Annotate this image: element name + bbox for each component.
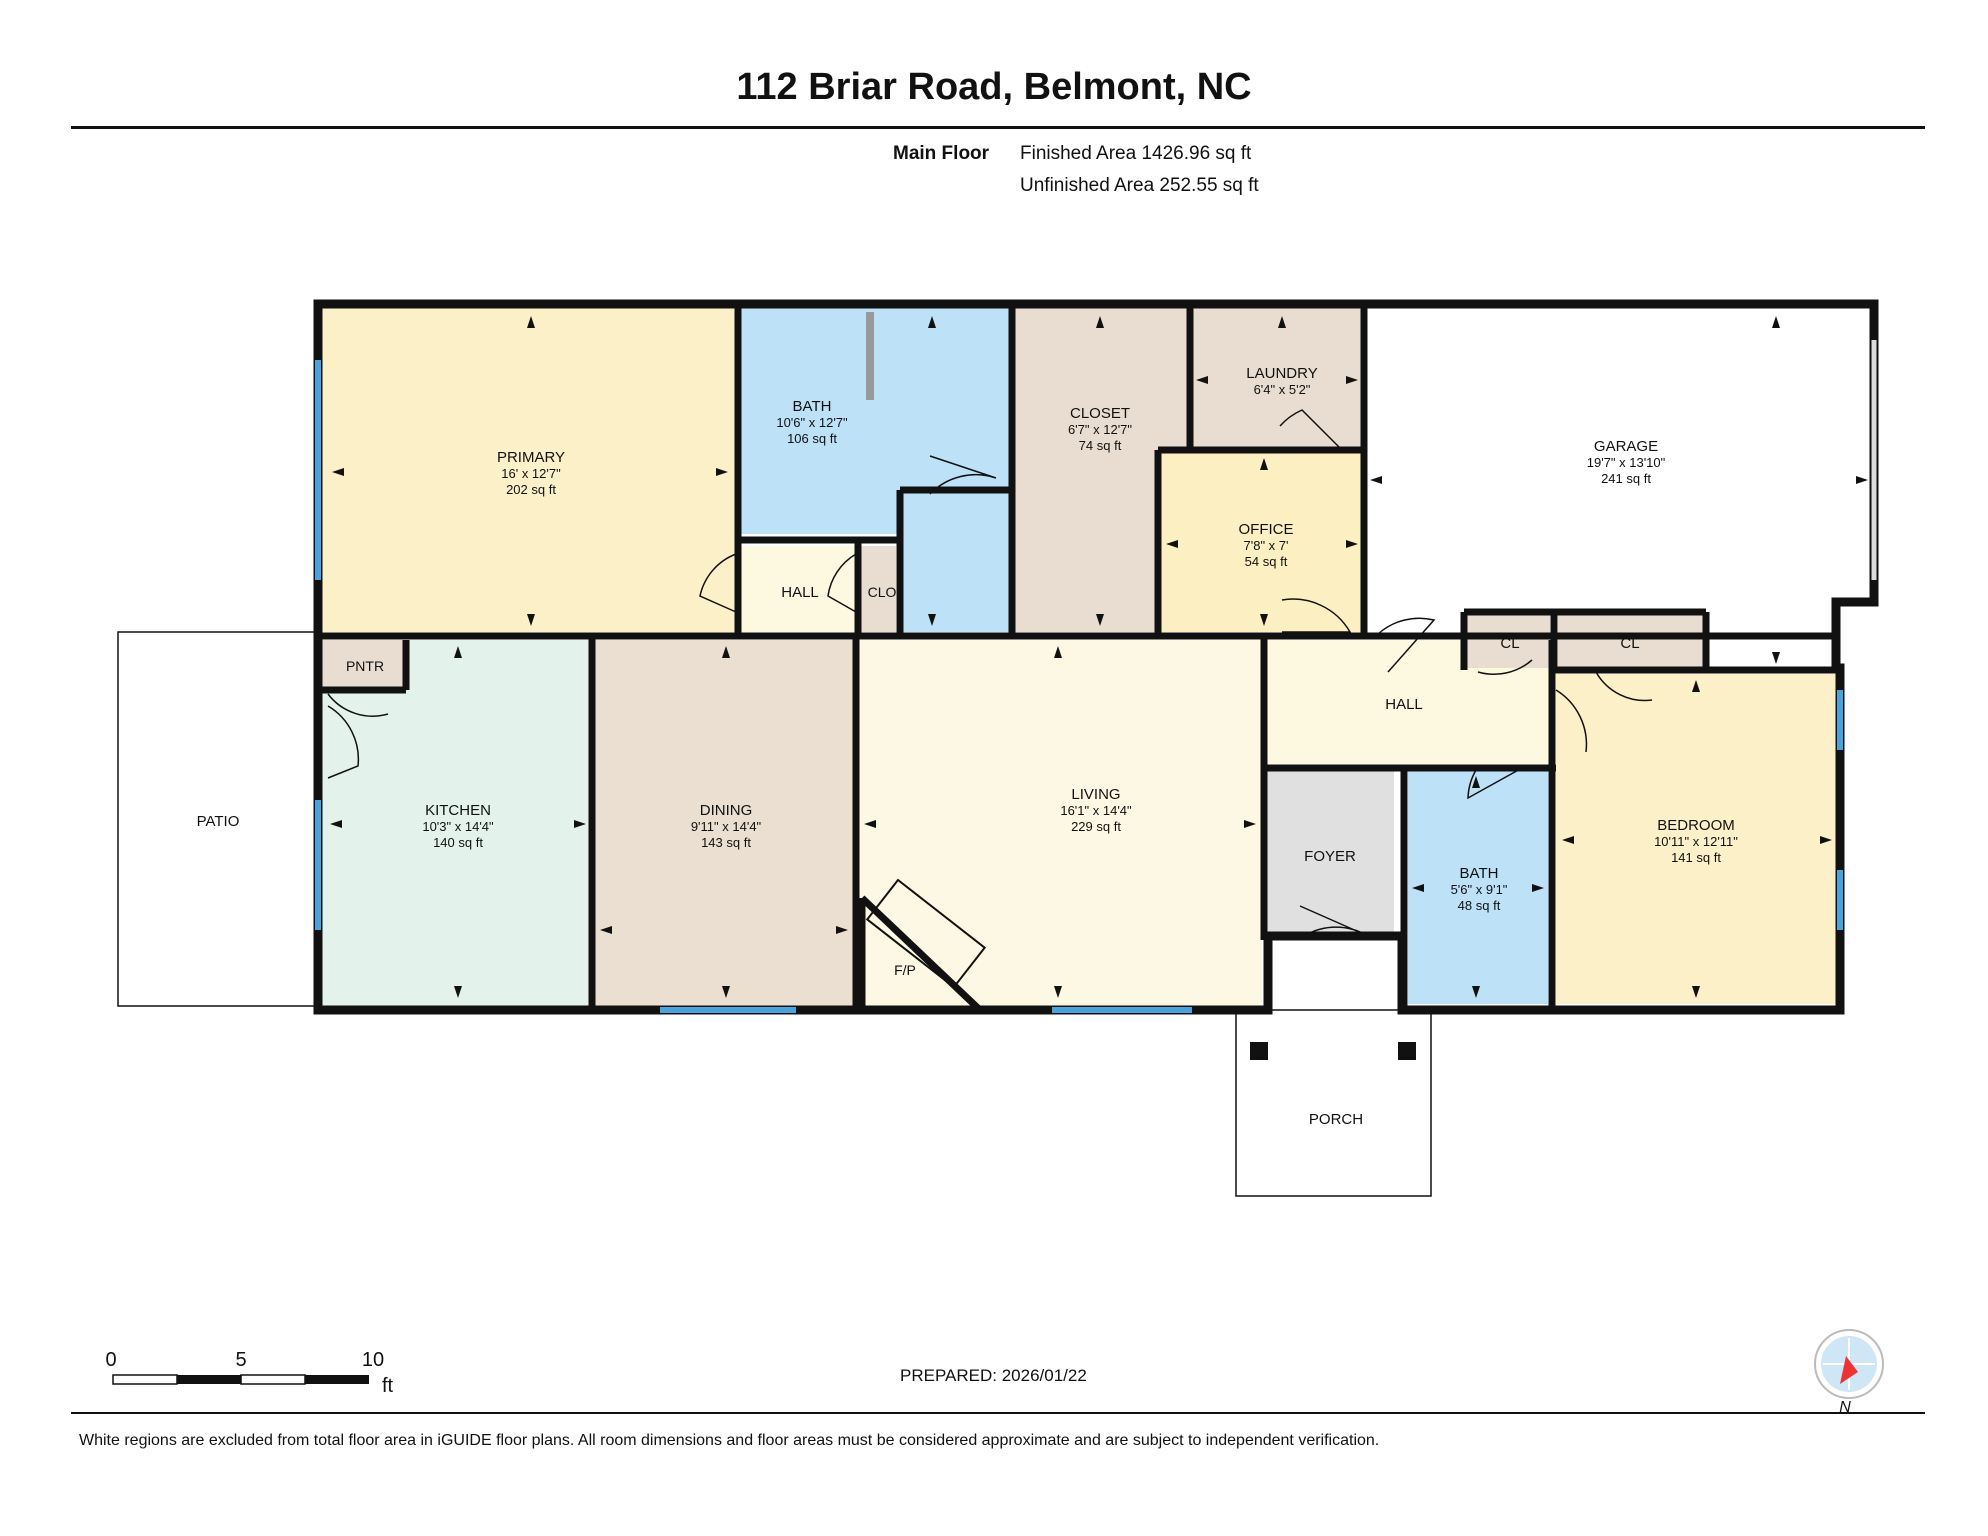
room-label-cl-2: CL <box>1620 635 1639 652</box>
room-label-hall: HALL <box>781 584 819 601</box>
room-label-office: OFFICE <box>1239 521 1294 538</box>
scale-label-0: 0 <box>105 1349 116 1371</box>
room-hall <box>740 546 856 632</box>
room-dims-laundry: 6'4" x 5'2" <box>1254 382 1311 397</box>
room-dims-bath: 10'6" x 12'7" <box>776 415 848 430</box>
room-dims-living: 16'1" x 14'4" <box>1060 803 1132 818</box>
room-living <box>858 640 1262 1006</box>
room-label-closet: CLOSET <box>1070 405 1130 422</box>
room-label-foyer: FOYER <box>1304 848 1356 865</box>
room-area-bath-2: 48 sq ft <box>1458 898 1501 913</box>
floor-label: Main Floor <box>893 143 990 164</box>
room-area-closet: 74 sq ft <box>1079 438 1122 453</box>
room-label-clo: CLO <box>868 584 897 600</box>
door-swings <box>327 409 1653 937</box>
finished-area: Finished Area 1426.96 sq ft <box>1020 143 1252 164</box>
room-label-cl-1: CL <box>1500 635 1519 652</box>
room-area-primary: 202 sq ft <box>506 482 556 497</box>
interior-walls <box>318 304 1840 1013</box>
room-dims-garage: 19'7" x 13'10" <box>1587 455 1666 470</box>
room-foyer <box>1262 770 1394 940</box>
room-label-bath: BATH <box>793 398 832 415</box>
room-area-bedroom: 141 sq ft <box>1671 850 1721 865</box>
patio-area <box>117 631 319 1007</box>
fireplace-hearth <box>865 878 987 989</box>
windows <box>315 360 1843 1013</box>
room-dims-bath-2: 5'6" x 9'1" <box>1451 882 1508 897</box>
room-label-bedroom: BEDROOM <box>1657 817 1735 834</box>
room-bath-2 <box>1408 770 1548 1004</box>
room-label-kitchen: KITCHEN <box>425 802 491 819</box>
room-dims-dining: 9'11" x 14'4" <box>691 819 762 834</box>
unfinished-area: Unfinished Area 252.55 sq ft <box>1020 175 1259 196</box>
room-area-dining: 143 sq ft <box>701 835 751 850</box>
room-office <box>1160 452 1362 632</box>
room-label-dining: DINING <box>700 802 753 819</box>
room-primary <box>322 308 736 632</box>
room-cl-2 <box>1558 614 1704 668</box>
room-bedroom <box>1556 674 1838 1004</box>
porch-post <box>1250 1042 1268 1060</box>
room-area-office: 54 sq ft <box>1245 554 1288 569</box>
room-label-patio: PATIO <box>197 813 240 830</box>
footer-divider <box>71 1412 1925 1414</box>
room-dims-primary: 16' x 12'7" <box>501 466 561 481</box>
room-label-pntr: PNTR <box>346 658 384 674</box>
room-laundry <box>1192 308 1362 448</box>
prepared-date: PREPARED: 2026/01/22 <box>900 1366 1087 1385</box>
room-label-fp: F/P <box>894 962 916 978</box>
scale-bar: 0 5 10 ft <box>105 1349 393 1397</box>
room-label-garage: GARAGE <box>1594 438 1658 455</box>
porch-area <box>1235 1009 1432 1197</box>
room-area-garage: 241 sq ft <box>1601 471 1651 486</box>
room-clo <box>860 546 896 632</box>
scale-unit: ft <box>382 1375 394 1397</box>
room-label-hall-2: HALL <box>1385 696 1423 713</box>
room-cl-1 <box>1466 614 1550 668</box>
dimension-arrows <box>330 316 1868 998</box>
room-bath-annex <box>900 490 1010 632</box>
room-area-kitchen: 140 sq ft <box>433 835 483 850</box>
room-dims-bedroom: 10'11" x 12'11" <box>1654 834 1738 849</box>
room-dims-office: 7'8" x 7' <box>1244 538 1289 553</box>
page-title: 112 Briar Road, Belmont, NC <box>736 66 1252 108</box>
room-dims-kitchen: 10'3" x 14'4" <box>422 819 494 834</box>
room-label-laundry: LAUNDRY <box>1246 365 1317 382</box>
floor-plan: PRIMARY 16' x 12'7" 202 sq ft BATH 10'6"… <box>105 299 1884 1416</box>
room-label-bath-2: BATH <box>1460 865 1499 882</box>
room-label-primary: PRIMARY <box>497 449 565 466</box>
room-label-living: LIVING <box>1071 786 1120 803</box>
porch-post <box>1398 1042 1416 1060</box>
header-divider <box>71 126 1925 129</box>
compass-label: N <box>1839 1399 1851 1416</box>
exterior-wall <box>313 299 1879 1015</box>
room-label-porch: PORCH <box>1309 1111 1363 1128</box>
room-dims-closet: 6'7" x 12'7" <box>1068 422 1132 437</box>
room-area-bath: 106 sq ft <box>787 431 837 446</box>
scale-label-10: 10 <box>362 1349 384 1371</box>
room-area-living: 229 sq ft <box>1071 819 1121 834</box>
scale-label-5: 5 <box>235 1349 246 1371</box>
room-kitchen <box>322 640 590 1006</box>
compass-icon: N <box>1814 1329 1884 1416</box>
disclaimer-text: White regions are excluded from total fl… <box>79 1432 1380 1449</box>
room-dining <box>594 640 854 1006</box>
room-pantry-overlay <box>322 640 404 690</box>
